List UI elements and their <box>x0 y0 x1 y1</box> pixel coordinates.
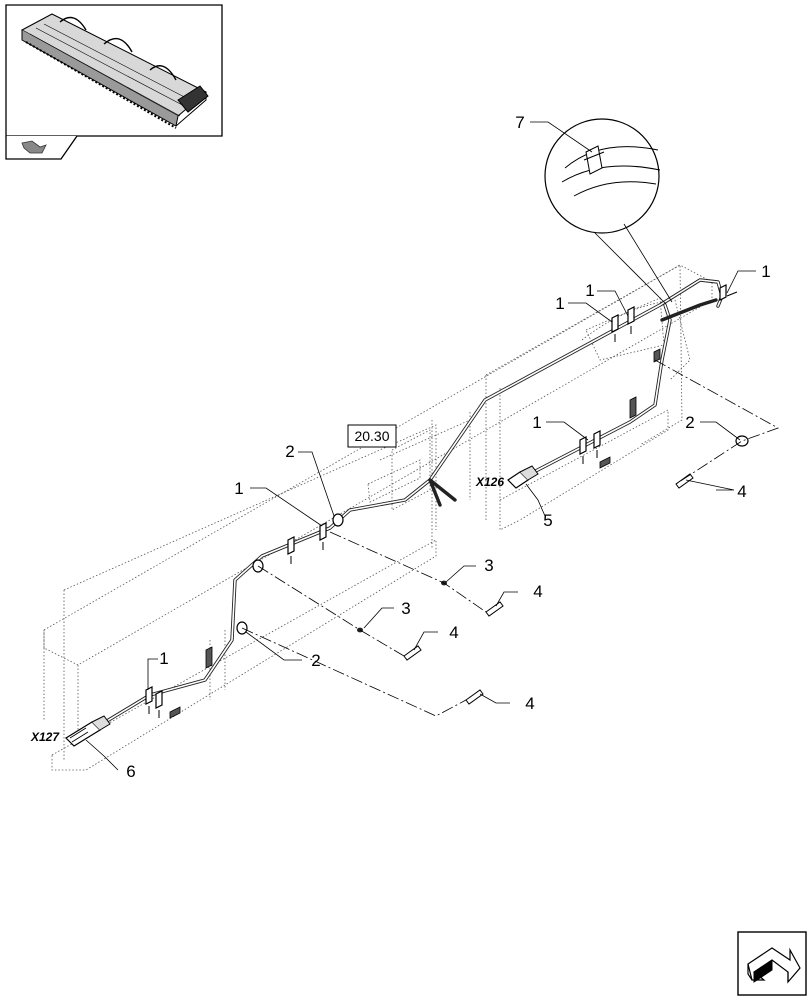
p-clamps <box>236 435 749 635</box>
callout-4-d: 4 <box>525 694 534 713</box>
callout-7: 7 <box>515 113 524 132</box>
reference-label: 20.30 <box>354 428 389 444</box>
callout-4-a: 4 <box>737 482 746 501</box>
header-thumbnail <box>20 13 209 129</box>
callout-3-a: 3 <box>484 556 493 575</box>
cable-ties <box>403 473 694 705</box>
reference-box: 20.30 <box>347 424 397 448</box>
callout-1-b: 1 <box>555 294 564 313</box>
connector-label-x127: X127 <box>30 730 60 744</box>
callout-2-b: 2 <box>285 442 294 461</box>
connector-label-x126: X126 <box>475 475 504 489</box>
beam-brackets <box>169 348 661 719</box>
callout-4-c: 4 <box>449 623 458 642</box>
next-page-arrow-icon[interactable] <box>737 931 807 996</box>
callout-1-f: 1 <box>159 649 168 668</box>
connector-x126 <box>507 465 539 489</box>
cable-harness <box>90 278 724 732</box>
callout-1-c: 1 <box>761 262 770 281</box>
clip-markers <box>145 284 727 709</box>
callout-1-e: 1 <box>234 479 243 498</box>
callout-1-d: 1 <box>532 413 541 432</box>
header-beam-outline <box>43 264 713 771</box>
callout-2-a: 2 <box>685 413 694 432</box>
callout-2-c: 2 <box>311 651 320 670</box>
leader-lines <box>85 121 756 771</box>
callout-6: 6 <box>126 762 135 781</box>
assembly-lines <box>241 359 779 717</box>
callout-labels: 7 1 1 1 1 2 4 5 2 1 3 4 3 4 2 4 1 6 <box>126 113 770 781</box>
clip-pins <box>148 291 738 718</box>
connector-x127 <box>65 715 111 747</box>
callout-5: 5 <box>543 511 552 530</box>
detail-circle <box>544 118 673 305</box>
callout-1-a: 1 <box>585 281 594 300</box>
callout-4-b: 4 <box>533 582 542 601</box>
prev-page-arrow-icon[interactable] <box>18 139 48 156</box>
thumbnail-panel <box>5 4 223 160</box>
callout-3-b: 3 <box>401 599 410 618</box>
